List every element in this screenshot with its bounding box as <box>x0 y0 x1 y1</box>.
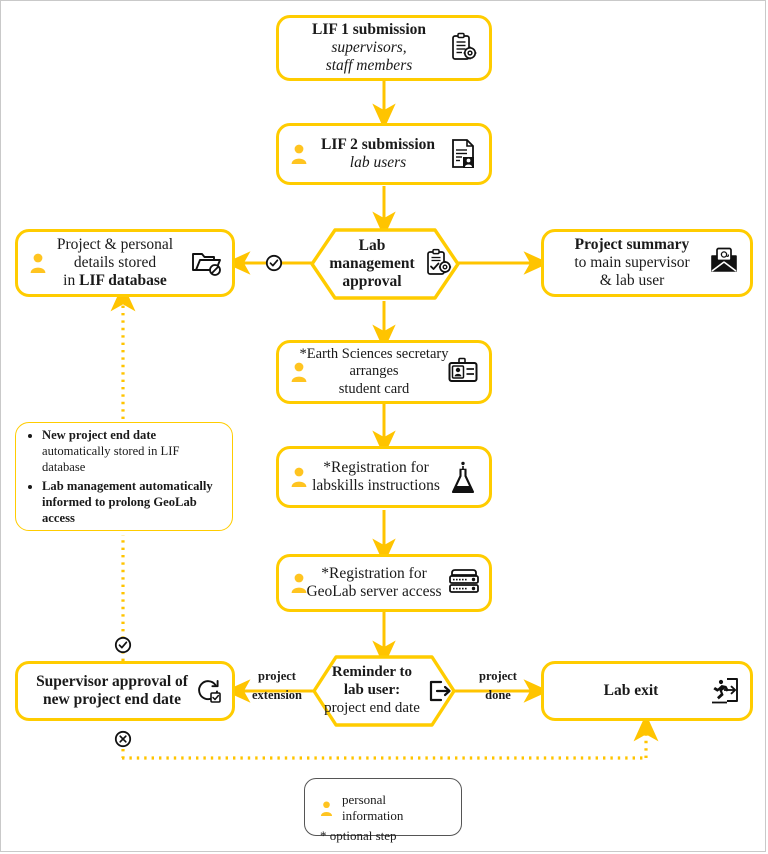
legend-box: personal information * optional step <box>304 778 462 843</box>
server-icon <box>447 567 479 599</box>
node-geolab-text: *Registration for GeoLab server access <box>288 565 479 602</box>
node-card-line3: student card <box>338 380 410 397</box>
node-geolab-line2: GeoLab server access <box>306 583 442 600</box>
node-lif1-line1: LIF 1 submission <box>312 20 426 38</box>
node-summary-line1: Project summary <box>574 235 690 253</box>
node-project-summary[interactable]: Project summary to main supervisor & lab… <box>541 229 753 297</box>
node-lif2-line1: LIF 2 submission <box>321 135 435 153</box>
node-reminder-lab-user[interactable]: Reminder to lab user: project end date <box>311 654 457 728</box>
node-db-line3-bold: LIF database <box>79 272 167 290</box>
node-summary-line3: & lab user <box>599 272 665 290</box>
x-circle-icon-exit <box>114 730 132 748</box>
node-labskills-text: *Registration for labskills instructions <box>294 459 474 496</box>
edge-label-project-done: project done <box>463 667 533 705</box>
legend-personal-information-label: personal information <box>342 792 404 823</box>
node-approval-line2: management <box>329 254 415 272</box>
node-lif1-submission[interactable]: LIF 1 submission supervisors, staff memb… <box>276 15 492 81</box>
node-lif2-submission[interactable]: LIF 2 submission lab users <box>276 123 492 185</box>
flask-icon <box>447 461 479 494</box>
info-bullet-1: New project end date automatically store… <box>42 427 220 475</box>
legend-optional-step-label: * optional step <box>320 828 397 843</box>
node-lif1-line2: supervisors, <box>331 38 407 56</box>
clipboard-gear-icon <box>447 32 479 64</box>
legend-row-personal-information: personal information <box>319 792 447 824</box>
node-lif1-text: LIF 1 submission supervisors, staff memb… <box>308 21 460 76</box>
folder-blocked-icon <box>190 247 222 279</box>
person-icon-lif2 <box>289 143 309 165</box>
refresh-check-icon <box>196 678 222 704</box>
node-geolab-line1: *Registration for <box>321 564 427 582</box>
clipboard-check-gear-icon <box>423 248 455 280</box>
node-lab-management-approval[interactable]: Lab management approval <box>309 227 461 301</box>
node-labskills-registration[interactable]: *Registration for labskills instructions <box>276 446 492 508</box>
info-box-list: New project end date automatically store… <box>16 419 232 534</box>
node-lif2-line2: lab users <box>349 154 407 171</box>
info-bullet-1-rest: automatically stored in LIF database <box>42 444 180 475</box>
running-exit-icon <box>710 676 740 706</box>
id-card-icon <box>447 356 479 388</box>
legend-row-optional-step: * optional step <box>319 828 447 844</box>
edge-done-line2: done <box>485 687 511 702</box>
info-bullet-2-bold: Lab management automatically informed to… <box>42 478 213 525</box>
info-bullet-1-bold: New project end date <box>42 428 157 443</box>
person-icon-geolab <box>289 572 309 594</box>
node-supervisor-approval[interactable]: Supervisor approval of new project end d… <box>15 661 235 721</box>
node-lab-exit[interactable]: Lab exit <box>541 661 753 721</box>
node-supervisor-approval-text: Supervisor approval of new project end d… <box>32 673 218 710</box>
mail-at-icon <box>708 247 740 279</box>
node-student-card[interactable]: *Earth Sciences secretary arranges stude… <box>276 340 492 404</box>
document-user-icon <box>447 138 479 170</box>
node-labskills-line1: *Registration for <box>323 458 429 476</box>
node-reminder-line1: Reminder to <box>331 664 413 681</box>
node-db-line2: details stored <box>73 253 157 271</box>
person-icon-labskills <box>289 466 309 488</box>
node-summary-text: Project summary to main supervisor & lab… <box>570 236 723 291</box>
node-approval-line1: Lab <box>358 236 386 254</box>
check-circle-icon-db-update <box>114 636 132 654</box>
edge-label-project-extension: project extension <box>242 667 312 705</box>
node-approval-label: Lab management approval <box>309 227 461 301</box>
node-student-card-text: *Earth Sciences secretary arranges stude… <box>284 346 485 397</box>
node-supapp-line1: Supervisor approval of <box>36 672 188 690</box>
info-box-project-end-date: New project end date automatically store… <box>15 422 233 531</box>
node-labexit-line1: Lab exit <box>603 681 659 699</box>
node-reminder-line2: lab user: <box>343 682 401 699</box>
node-summary-line2: to main supervisor <box>574 253 690 271</box>
person-icon-legend <box>319 800 334 817</box>
edge-done-line1: project <box>479 669 517 683</box>
node-db-line3-prefix: in <box>63 272 80 290</box>
node-card-line2: arranges <box>349 363 399 380</box>
edge-extension-line1: project <box>258 669 296 683</box>
exit-arrow-icon <box>427 678 453 704</box>
node-supapp-line2: new project end date <box>43 691 181 708</box>
node-approval-line3: approval <box>342 273 402 291</box>
person-icon-student-card <box>289 361 309 383</box>
node-lif1-line3: staff members <box>325 57 413 75</box>
node-lif-database[interactable]: Project & personal details stored in LIF… <box>15 229 235 297</box>
node-db-line1: Project & personal <box>56 235 174 253</box>
node-card-line1: *Earth Sciences secretary <box>299 346 449 363</box>
node-labskills-line2: labskills instructions <box>312 477 440 494</box>
node-lif2-text: LIF 2 submission lab users <box>299 136 469 173</box>
node-reminder-line3: project end date <box>324 699 420 716</box>
node-reminder-label: Reminder to lab user: project end date <box>311 654 457 728</box>
info-bullet-2: Lab management automatically informed to… <box>42 478 220 526</box>
node-geolab-server-access[interactable]: *Registration for GeoLab server access <box>276 554 492 612</box>
person-icon-database <box>28 252 48 274</box>
node-lab-exit-text: Lab exit <box>600 682 695 700</box>
edge-extension-line2: extension <box>252 687 302 702</box>
node-lif-database-text: Project & personal details stored in LIF… <box>37 236 213 291</box>
check-circle-icon-approval <box>265 254 283 272</box>
